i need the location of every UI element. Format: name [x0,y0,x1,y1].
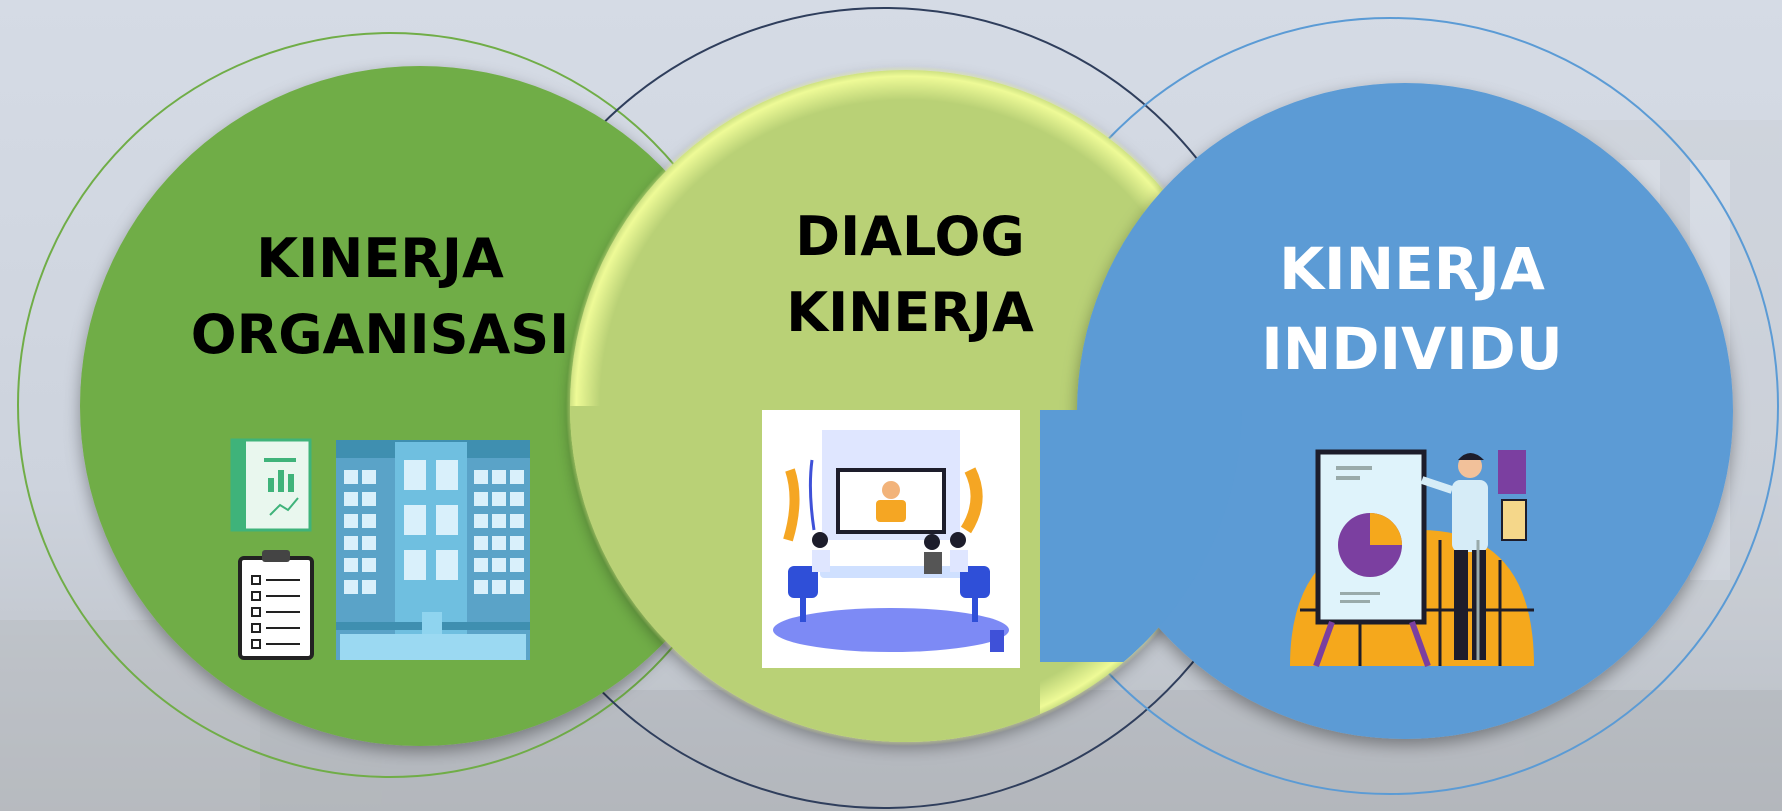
label-line-1: KINERJA [1279,235,1545,303]
label-kinerja-organisasi: KINERJA ORGANISASI [180,232,580,362]
report-chart-icon [230,438,312,532]
label-line-1: KINERJA [256,227,504,290]
label-line-2: INDIVIDU [1261,315,1563,383]
meeting-illustration-icon [762,410,1020,668]
label-line-2: ORGANISASI [190,303,570,366]
checklist-clipboard-icon [238,550,314,660]
label-dialog-kinerja: DIALOG KINERJA [760,210,1060,340]
presenter-illustration-icon [1290,449,1534,668]
label-line-1: DIALOG [795,205,1025,268]
label-kinerja-individu: KINERJA INDIVIDU [1212,240,1612,378]
circle-individual [1077,83,1733,739]
label-line-2: KINERJA [786,281,1034,344]
building-illustration-icon [336,440,530,660]
